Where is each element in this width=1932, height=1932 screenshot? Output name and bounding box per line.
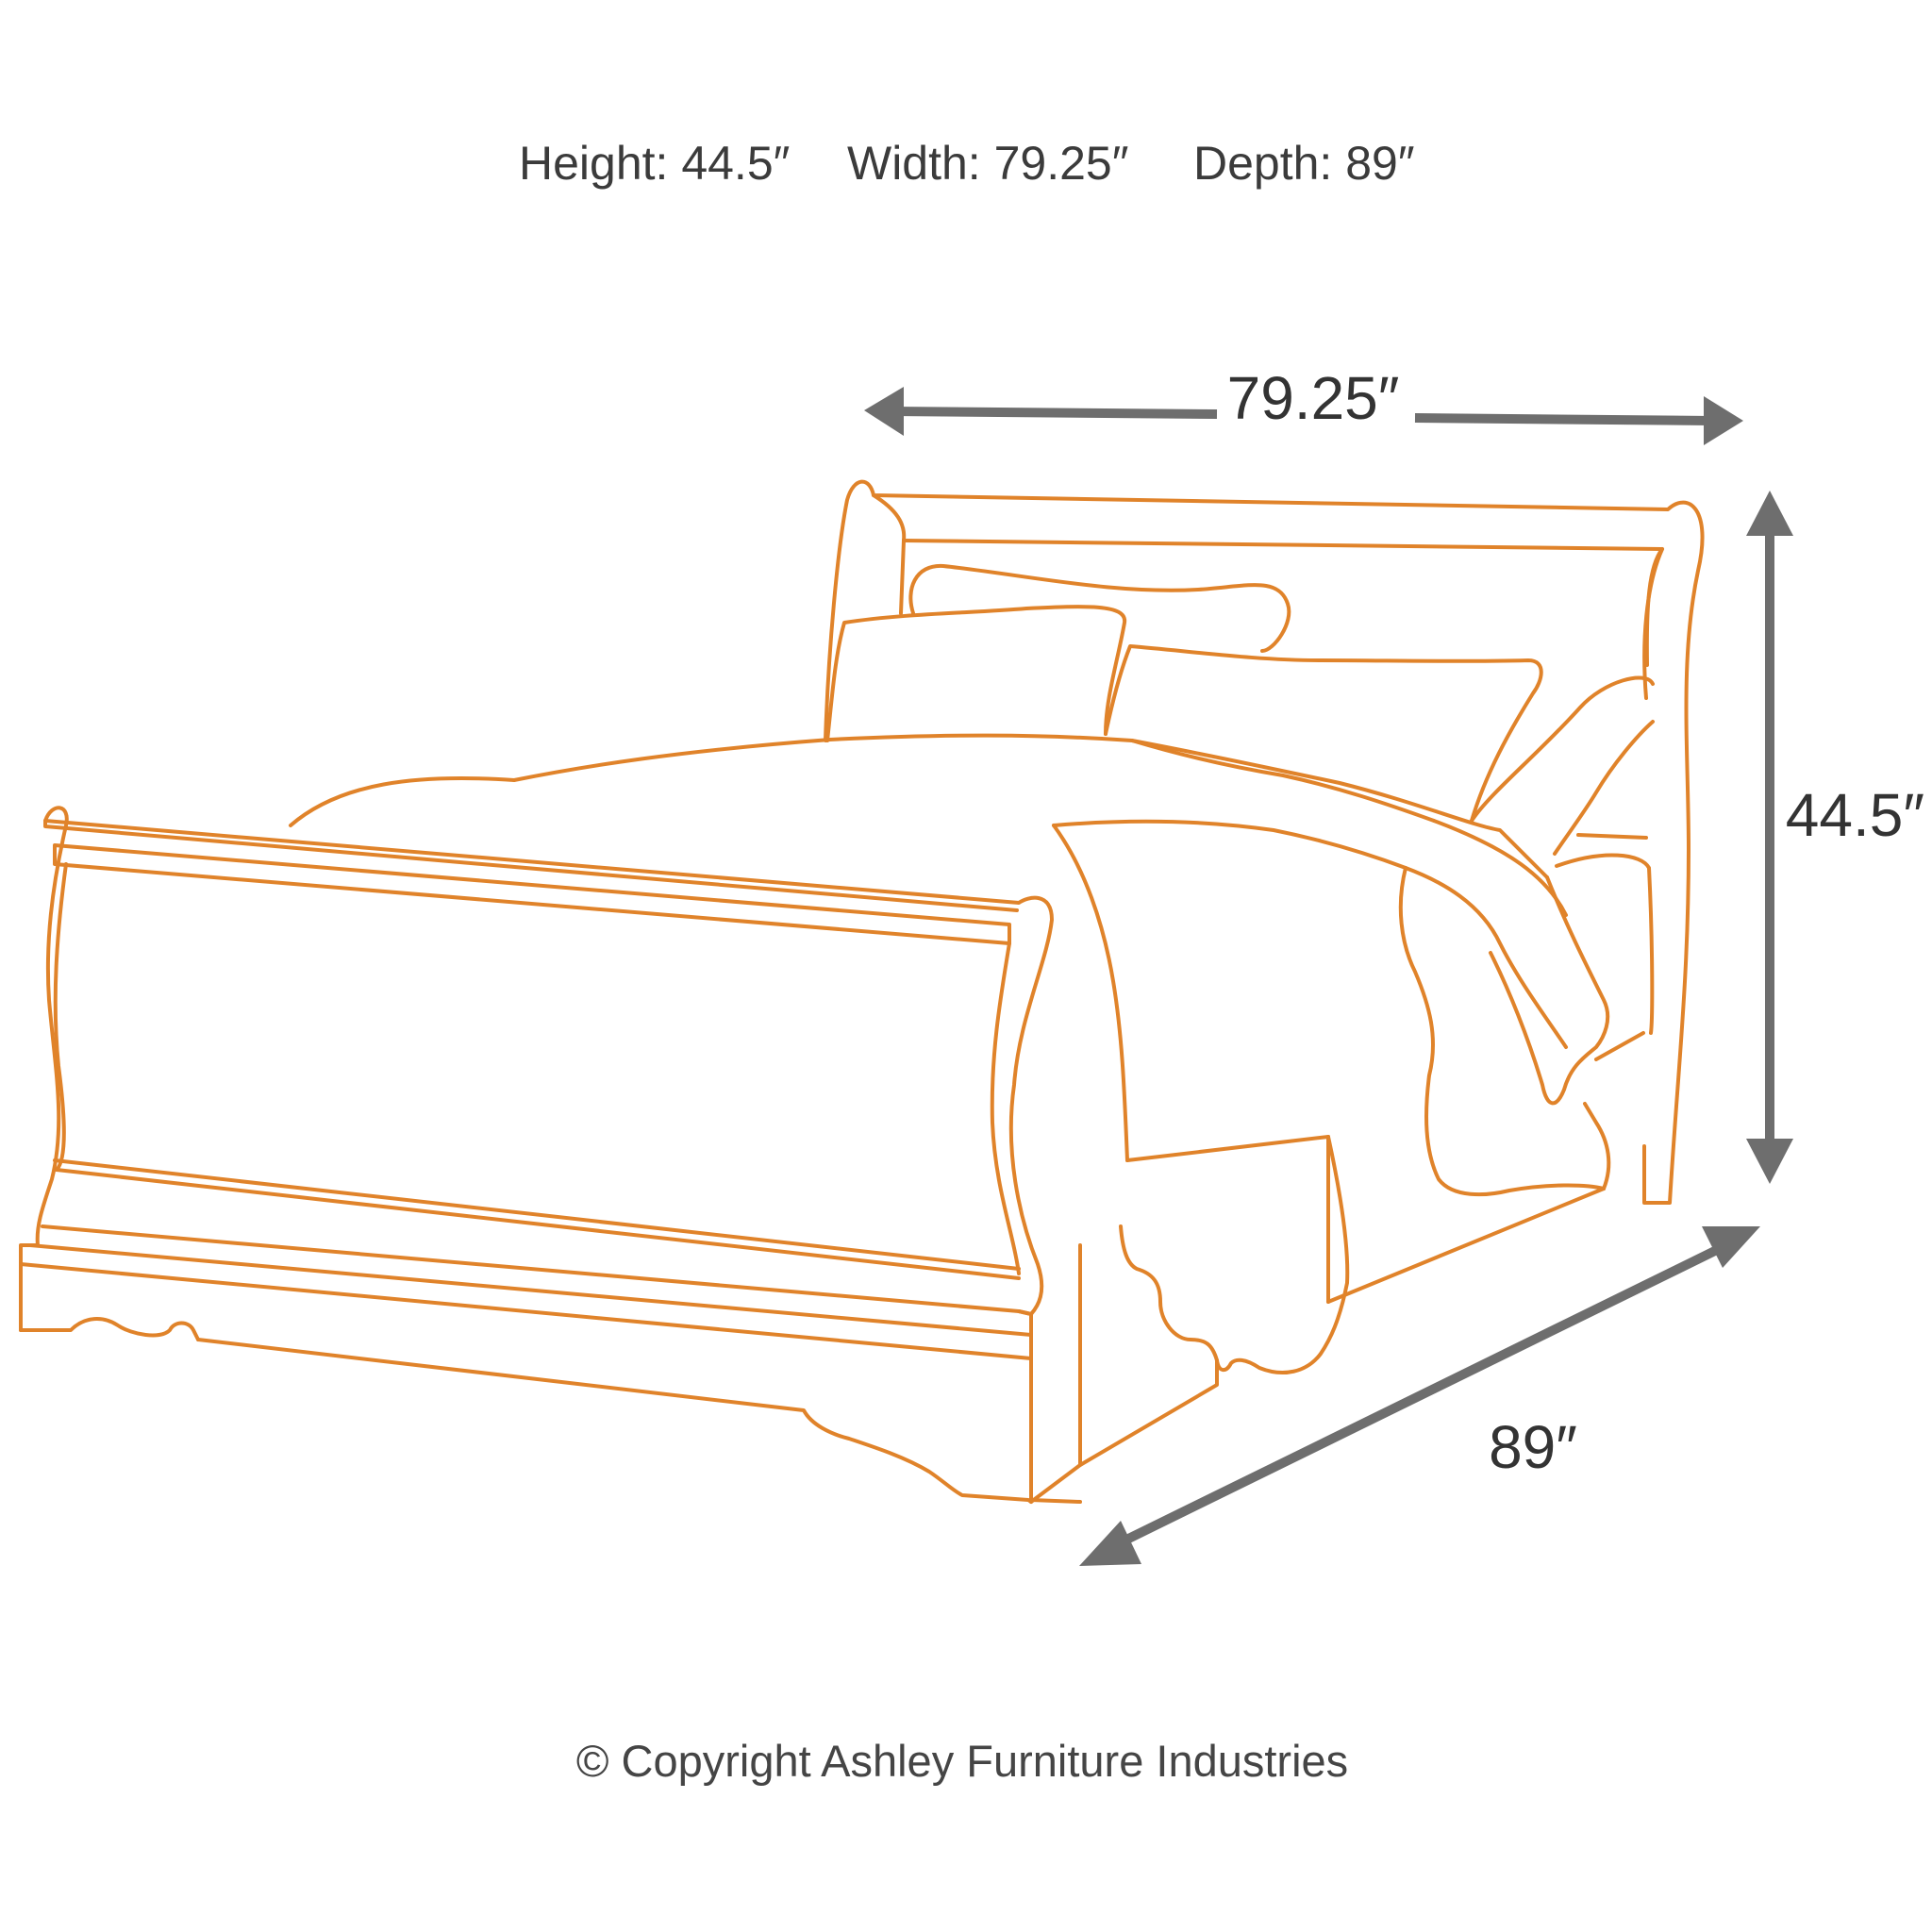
- height-summary-label: Height: 44.5″: [519, 137, 790, 190]
- width-arrow: [864, 387, 1743, 445]
- sleigh-bed-illustration: [19, 479, 1705, 1504]
- width-summary-label: Width: 79.25″: [847, 137, 1128, 190]
- bedding: [289, 733, 1611, 1467]
- dimension-labels: 79.25″ 44.5″ 89″: [1227, 364, 1924, 1481]
- copyright-notice: © Copyright Ashley Furniture Industries: [576, 1736, 1348, 1786]
- height-arrowhead-bottom: [1746, 1139, 1793, 1184]
- depth-arrowhead-top: [1702, 1226, 1760, 1268]
- footboard: [19, 806, 1082, 1504]
- height-arrowhead-top: [1746, 491, 1793, 536]
- depth-arrowhead-bottom: [1079, 1521, 1141, 1566]
- dimension-summary: Height: 44.5″ Width: 79.25″ Depth: 89″: [519, 137, 1415, 190]
- width-arrowhead-left: [864, 387, 904, 436]
- pillows: [825, 563, 1655, 856]
- dimension-arrows: [864, 387, 1793, 1566]
- height-arrow: [1746, 491, 1793, 1184]
- depth-arrow: [1079, 1226, 1760, 1566]
- headboard: [824, 479, 1705, 1205]
- depth-summary-label: Depth: 89″: [1193, 137, 1415, 190]
- width-dimension-label: 79.25″: [1227, 364, 1400, 432]
- width-arrowhead-right: [1704, 396, 1743, 445]
- depth-dimension-label: 89″: [1489, 1413, 1577, 1481]
- height-dimension-label: 44.5″: [1786, 781, 1924, 849]
